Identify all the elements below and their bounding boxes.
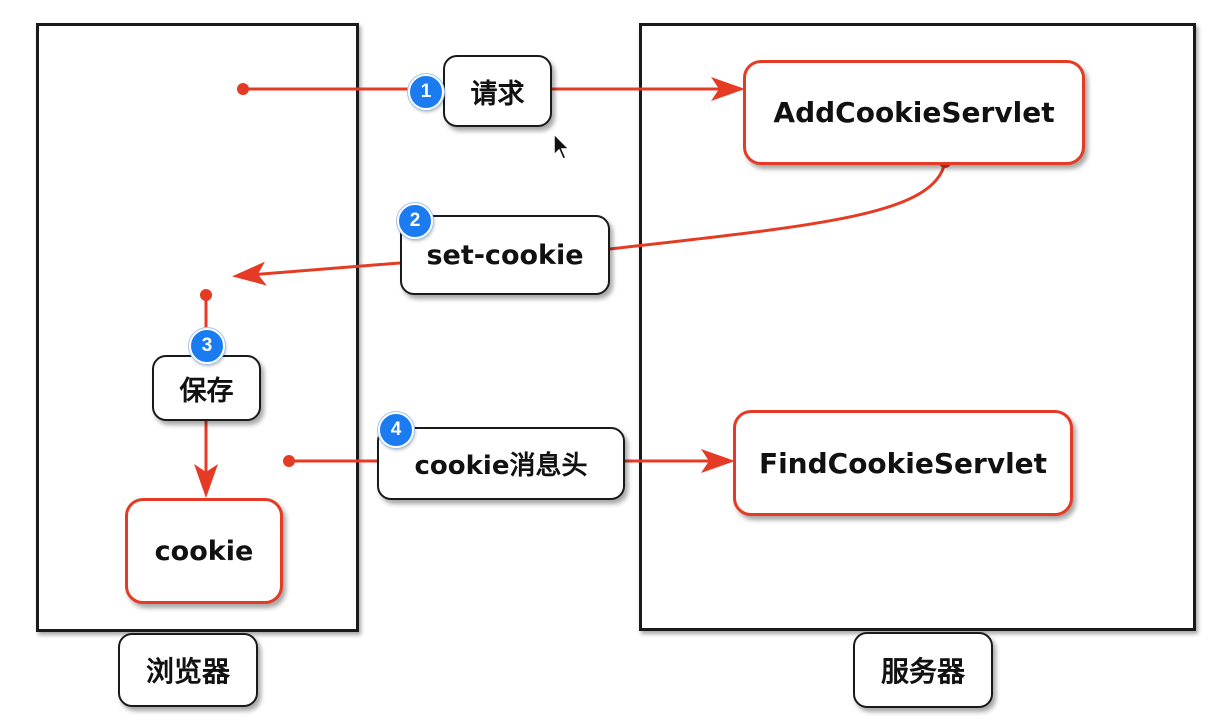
step-badge-3: 3 — [189, 328, 225, 364]
add-cookie-servlet-box: AddCookieServlet — [743, 60, 1085, 165]
find-cookie-servlet-box: FindCookieServlet — [733, 410, 1073, 516]
cookie-storage-label: cookie — [154, 535, 254, 567]
server-label-box: 服务器 — [853, 632, 993, 708]
browser-label: 浏览器 — [145, 655, 230, 688]
cookie-header-box: cookie消息头 — [377, 427, 625, 500]
find-cookie-servlet-label: FindCookieServlet — [758, 446, 1048, 480]
request-box: 请求 — [443, 55, 552, 127]
set-cookie-label: set-cookie — [426, 239, 584, 271]
add-cookie-servlet-label: AddCookieServlet — [773, 96, 1055, 129]
step-badge-2: 2 — [397, 203, 433, 239]
request-label: 请求 — [470, 78, 525, 110]
set-cookie-curve — [609, 161, 947, 251]
step-badge-4: 4 — [378, 412, 414, 448]
browser-label-box: 浏览器 — [118, 633, 258, 707]
cookie-header-label: cookie消息头 — [414, 451, 588, 481]
save-label: 保存 — [179, 375, 234, 407]
save-box: 保存 — [152, 355, 261, 421]
cookie-storage-box: cookie — [125, 498, 283, 604]
server-label: 服务器 — [880, 655, 965, 688]
mouse-cursor-icon — [553, 133, 571, 160]
set-cookie-box: set-cookie — [400, 215, 610, 295]
step-badge-1: 1 — [408, 74, 444, 110]
set-cookie-arrow — [232, 261, 401, 286]
